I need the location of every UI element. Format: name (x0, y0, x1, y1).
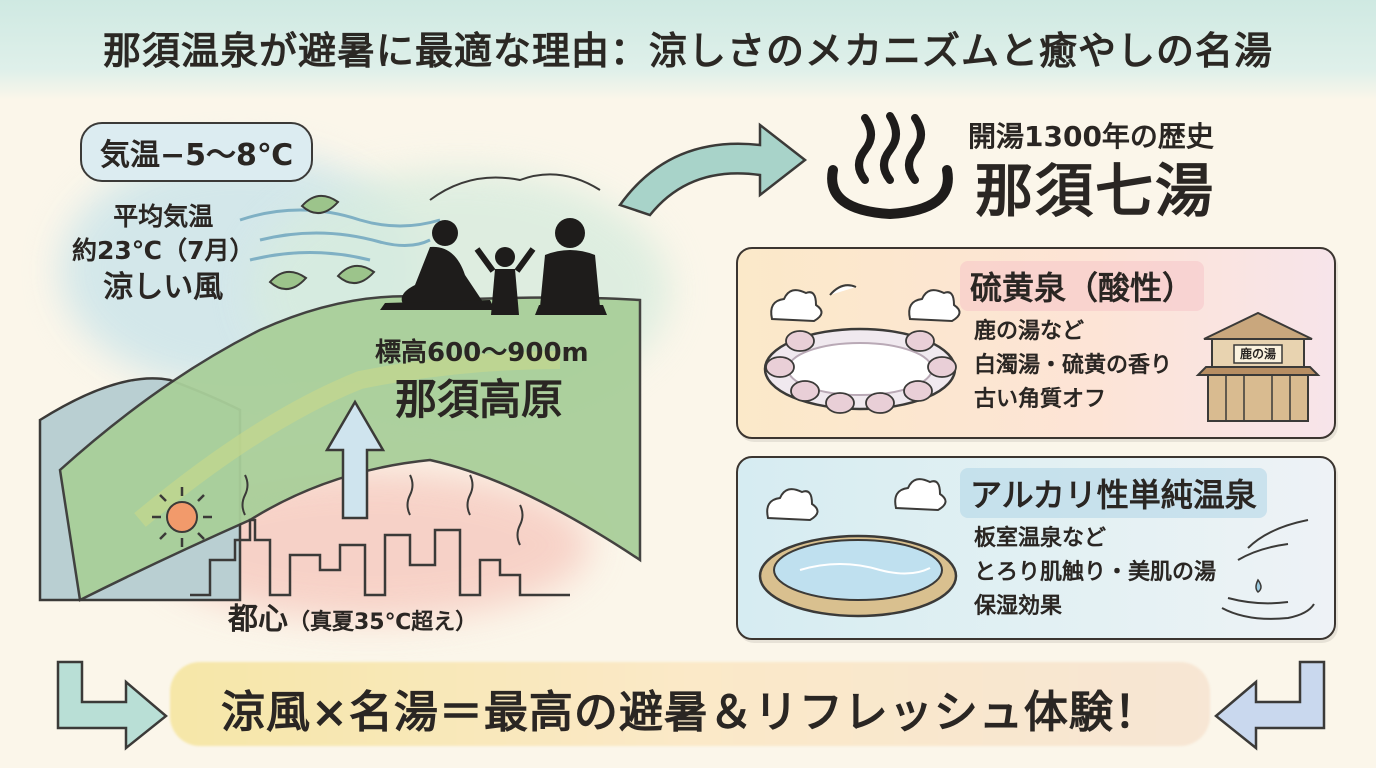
average-temperature: 平均気温 約23℃（7月） 涼しい風 (72, 200, 254, 308)
bottom-band (170, 662, 1210, 746)
alkaline-card-title: アルカリ性単純温泉 (960, 468, 1267, 518)
leaf-icon (300, 195, 340, 214)
card-line: 古い角質オフ (974, 387, 1107, 413)
leaf-icon (268, 271, 308, 290)
avg-temp-line: 涼しい風 (103, 269, 224, 305)
onsen-icon (827, 112, 953, 220)
alkaline-card-body: 板室温泉など とろり肌触り・美肌の湯 保湿効果 (974, 522, 1216, 624)
wind-icon (239, 208, 441, 262)
page-title: 那須温泉が避暑に最適な理由：涼しさのメカニズムと癒やしの名湯 (102, 29, 1273, 73)
bathhouse-sign: 鹿の湯 (1239, 347, 1276, 361)
temperature-badge: 気温−5〜8℃ (80, 122, 314, 182)
sulfur-card-title: 硫黄泉（酸性） (960, 261, 1205, 311)
history-label: 開湯1300年の歴史 (968, 120, 1214, 153)
leaf-icon (336, 265, 376, 284)
card-line: 白濁湯・硫黄の香り (974, 353, 1173, 379)
title-band (0, 0, 1376, 100)
bathhouse-icon (1195, 311, 1321, 422)
stone-bath-icon (763, 284, 961, 414)
city-name: 都心 (228, 602, 288, 637)
family-silhouette-icon (380, 218, 607, 315)
nasu-seven-springs: 那須七湯 (975, 157, 1216, 225)
avg-temp-line: 平均気温 (113, 202, 214, 231)
sulfur-card-body: 鹿の湯など 白濁湯・硫黄の香り 古い角質オフ (974, 315, 1172, 417)
card-line: 保湿効果 (974, 594, 1063, 620)
city-label: 都心（真夏35℃超え） (228, 600, 477, 641)
city-note: （真夏35℃超え） (288, 610, 478, 635)
alkaline-spring-card: アルカリ性単純温泉 板室温泉など とろり肌触り・美肌の湯 保湿効果 (736, 456, 1336, 640)
sun-icon (152, 487, 212, 547)
card-line: 板室温泉など (974, 526, 1107, 551)
card-line: 鹿の湯など (974, 319, 1085, 344)
city-skyline-icon (190, 474, 570, 597)
summary-text: 涼風×名湯＝最高の避暑＆リフレッシュ体験！ (221, 687, 1159, 738)
left-return-arrow-icon (56, 660, 168, 751)
elevation-label: 標高600〜900m (375, 338, 589, 368)
card-line: とろり肌触り・美肌の湯 (974, 560, 1217, 586)
right-return-arrow-icon (1214, 660, 1326, 751)
hands-water-icon (1221, 519, 1315, 620)
sulfur-spring-card: 硫黄泉（酸性） 鹿の湯など 白濁湯・硫黄の香り 古い角質オフ 鹿の湯 (736, 247, 1336, 439)
up-arrow-icon (324, 399, 386, 520)
round-bath-icon (758, 478, 958, 618)
plateau-name: 那須高原 (395, 375, 564, 424)
curved-arrow-icon (617, 122, 808, 217)
avg-temp-line: 約23℃（7月） (72, 235, 255, 265)
